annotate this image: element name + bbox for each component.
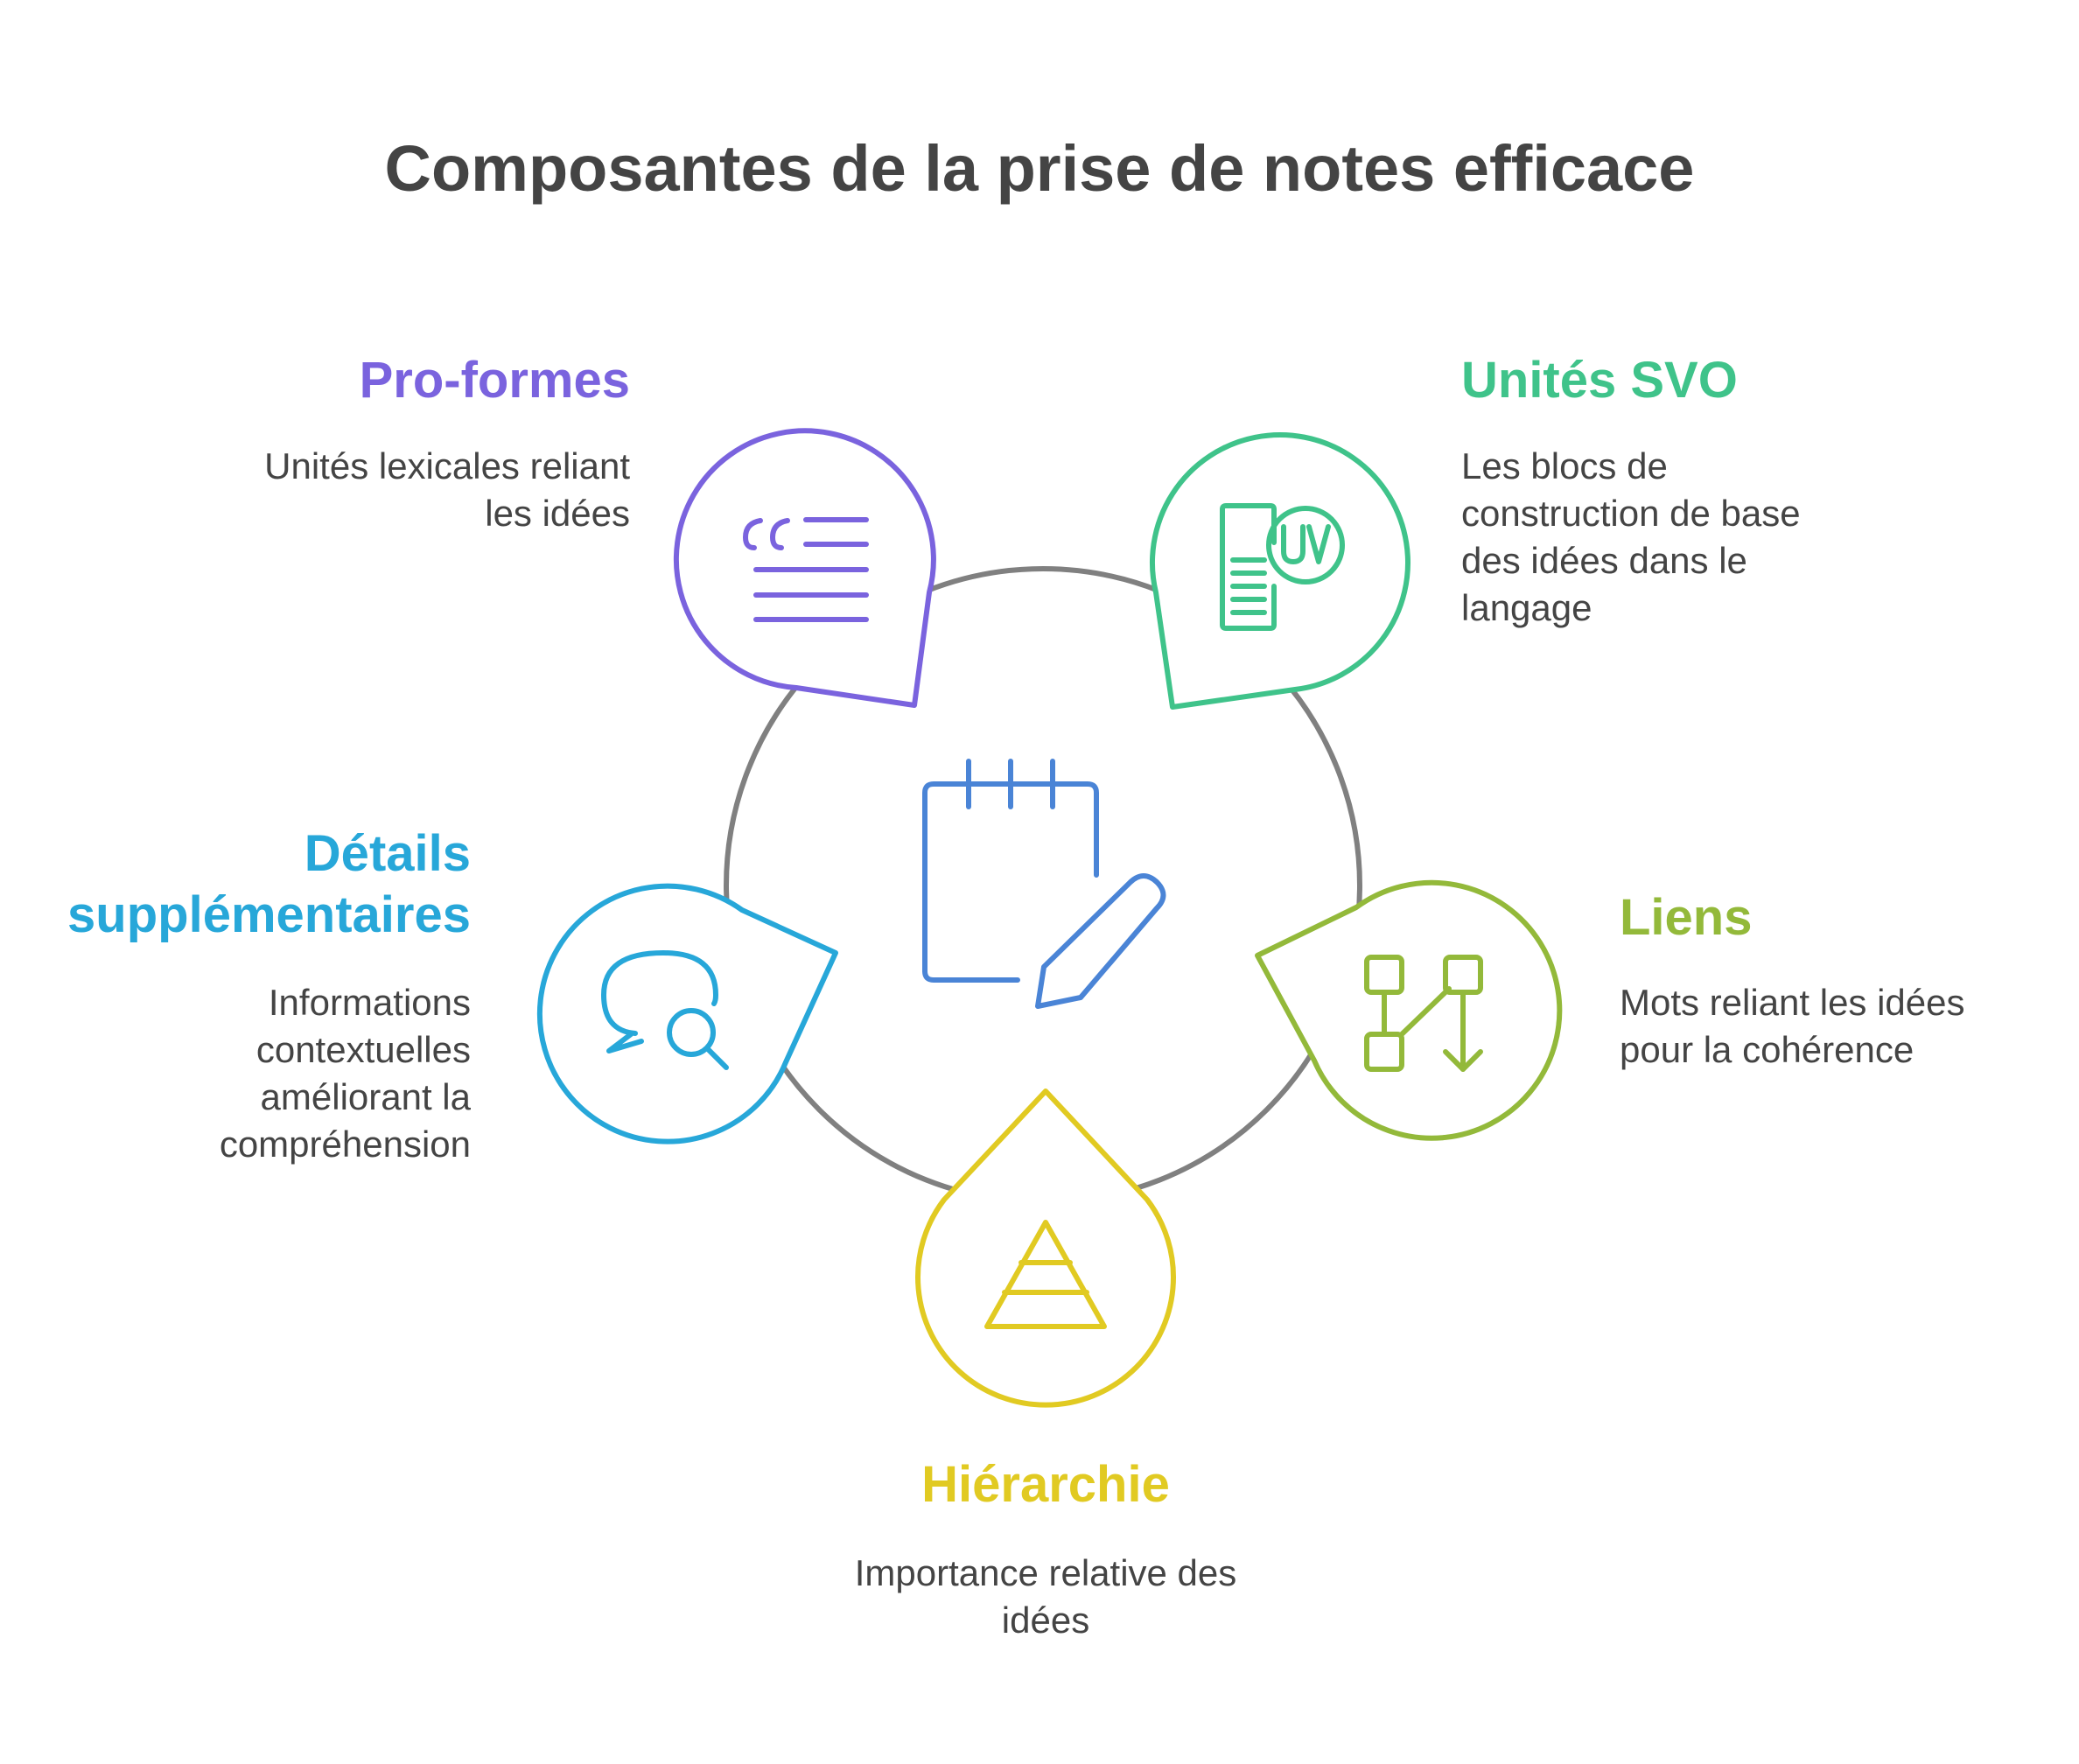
details-bubble (536, 883, 838, 1144)
unites-svo-description: Les blocs de construction de base des id… (1461, 443, 1801, 632)
liens-description-line: Mots reliant les idées (1620, 982, 1965, 1023)
details-description-line: compréhension (219, 1124, 471, 1165)
pro-formes-heading: Pro-formes (359, 352, 630, 409)
details-heading-line: Détails (304, 825, 471, 882)
chat-search-icon (601, 950, 729, 1070)
unites-svo-heading: Unités SVO (1461, 352, 1738, 409)
details-description-line: contextuelles (256, 1029, 471, 1070)
details-description: Informations contextuelles améliorant la… (220, 979, 471, 1168)
details-marker (536, 883, 838, 1144)
page-title: Composantes de la prise de notes efficac… (384, 132, 1695, 205)
details-description-line: améliorant la (260, 1076, 471, 1117)
document-uv-icon (1220, 503, 1345, 631)
details-heading: Détails supplémentaires (67, 823, 471, 945)
notepad-pencil-icon (922, 759, 1166, 1009)
hierarchie-description-line: idées (1001, 1600, 1090, 1641)
unites-svo-description-line: construction de base (1461, 493, 1801, 534)
unites-svo-description-line: langage (1461, 587, 1592, 628)
liens-description-line: pour la cohérence (1620, 1029, 1914, 1070)
quote-text-icon (742, 517, 869, 622)
details-heading-line: supplémentaires (67, 886, 471, 943)
flow-connection-icon (1364, 955, 1483, 1072)
pro-formes-bubble (673, 428, 936, 708)
liens-description: Mots reliant les idées pour la cohérence (1620, 979, 1965, 1074)
liens-heading: Liens (1620, 889, 1753, 946)
hierarchie-description-line: Importance relative des (854, 1552, 1237, 1593)
pyramid-icon (984, 1220, 1107, 1329)
hierarchie-heading: Hiérarchie (921, 1456, 1170, 1513)
unites-svo-description-line: des idées dans le (1461, 540, 1747, 581)
details-description-line: Informations (268, 982, 471, 1023)
pro-formes-description-line: Unités lexicales reliant (264, 445, 630, 486)
unites-svo-description-line: Les blocs de (1461, 445, 1668, 486)
pro-formes-description: Unités lexicales reliant les idées (264, 443, 630, 537)
hierarchie-bubble (915, 1088, 1176, 1408)
pro-formes-description-line: les idées (485, 493, 630, 534)
unites-svo-bubble (1150, 432, 1410, 710)
hierarchie-description: Importance relative des idées (739, 1550, 1352, 1644)
liens-bubble (1255, 879, 1563, 1141)
hierarchie-marker (915, 1088, 1176, 1408)
